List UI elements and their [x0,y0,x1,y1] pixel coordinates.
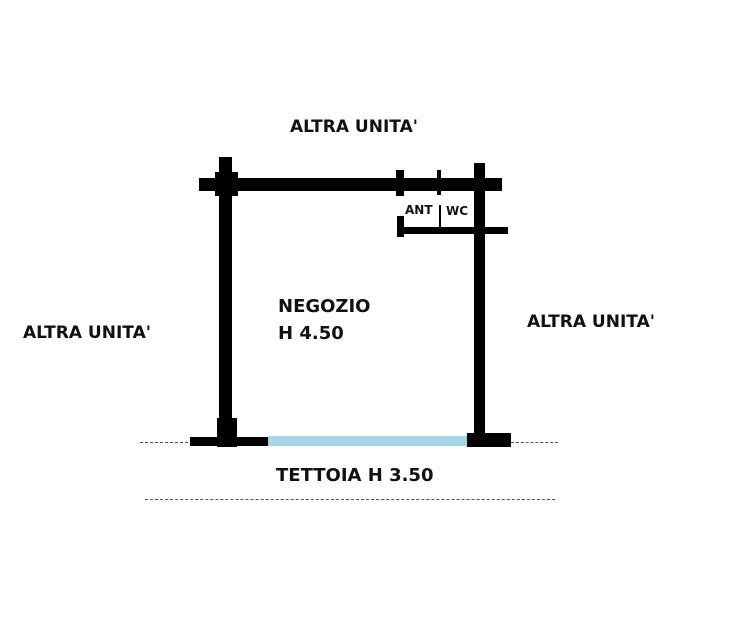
canopy-line-right [511,442,558,443]
label-top-unit: ALTRA UNITA' [290,117,418,137]
wall-left [219,157,232,447]
label-room-height: H 4.50 [278,323,344,344]
label-wc: WC [446,204,469,218]
storefront-window [268,436,467,446]
wall-top [199,178,502,191]
canopy-line-bottom [145,499,555,500]
canopy-line-left [140,442,188,443]
label-left-unit: ALTRA UNITA' [23,323,151,343]
partition-ant-wc [439,205,441,230]
wall-right [474,163,485,447]
pillar-bottom-right [467,433,511,447]
wall-service-bottom [398,227,508,234]
label-ant: ANT [405,203,433,217]
label-room-name: NEGOZIO [278,296,371,317]
door-jamb-1 [396,170,404,196]
wall-service-left [397,216,404,237]
pillar-top-left [215,172,238,196]
label-right-unit: ALTRA UNITA' [527,312,655,332]
door-jamb-2 [437,170,441,195]
label-canopy: TETTOIA H 3.50 [276,465,434,486]
wall-bottom-left [190,437,268,446]
